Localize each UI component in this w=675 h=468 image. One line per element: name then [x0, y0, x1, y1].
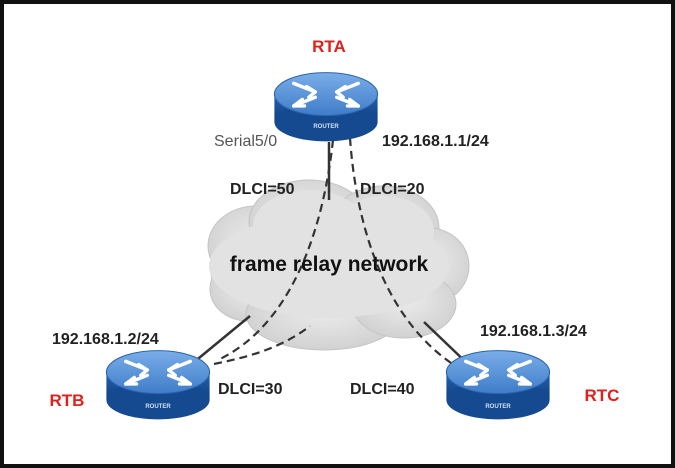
interface-label: Serial5/0 [214, 133, 277, 150]
router-name-rta: RTA [312, 37, 346, 56]
pvc-rta-rtb [217, 139, 335, 361]
router-rtc-icon: ROUTER [444, 348, 552, 422]
dlci-30-label: DLCI=30 [218, 381, 283, 398]
router-rta-icon: ROUTER [272, 70, 380, 144]
network-diagram: ROUTER ROUTER ROUTER RTA RTB RTC Serial5… [50, 37, 620, 422]
router-badge: ROUTER [485, 404, 511, 410]
dlci-40-label: DLCI=40 [350, 381, 415, 398]
router-name-rtb: RTB [50, 391, 85, 410]
pvc-rta-rtc [348, 137, 463, 371]
rta-ip-label: 192.168.1.1/24 [382, 133, 489, 150]
cloud-label: frame relay network [230, 253, 429, 276]
rtb-ip-label: 192.168.1.2/24 [52, 331, 159, 348]
router-badge: ROUTER [313, 124, 339, 130]
router-name-rtc: RTC [585, 386, 620, 405]
rtc-ip-label: 192.168.1.3/24 [480, 323, 587, 340]
router-rtb-icon: ROUTER [104, 348, 212, 422]
dlci-20-label: DLCI=20 [360, 181, 425, 198]
dlci-50-label: DLCI=50 [230, 181, 295, 198]
virtual-circuits [213, 137, 463, 371]
router-badge: ROUTER [145, 404, 171, 410]
pvc-rtb-cloud [213, 325, 311, 366]
